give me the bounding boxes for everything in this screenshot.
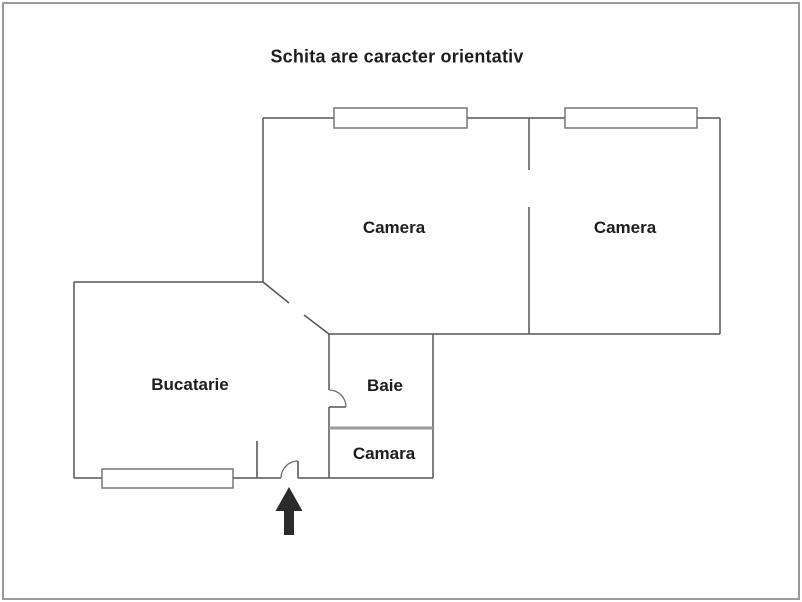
window-camera2 <box>564 107 698 129</box>
baie-door <box>328 389 347 408</box>
room-label-camera2: Camera <box>593 218 657 237</box>
entrance-arrow-icon <box>275 487 303 535</box>
room-label-bucatarie: Bucatarie <box>151 375 229 394</box>
disclaimer-title: Schita are caracter orientativ <box>270 46 524 67</box>
room-label-camara: Camara <box>352 444 416 463</box>
room-label-camera1: Camera <box>362 218 426 237</box>
diagonal-doorway-wall <box>262 281 330 335</box>
entrance-door-arc <box>280 460 299 479</box>
entrance-door <box>256 441 299 479</box>
baie-door-arc <box>328 389 347 408</box>
window-camera1 <box>333 107 468 129</box>
window-bucatarie <box>101 468 234 489</box>
walls <box>73 117 721 479</box>
windows <box>101 107 698 489</box>
room-label-baie: Baie <box>367 376 403 395</box>
